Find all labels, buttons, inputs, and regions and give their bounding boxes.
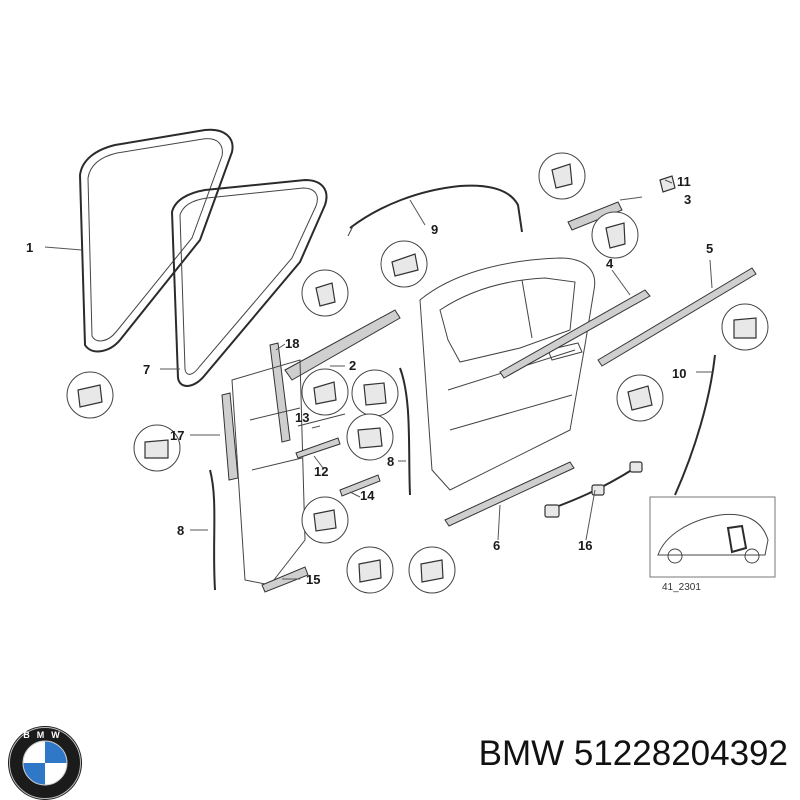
callout-15: 15 <box>306 572 320 587</box>
inset-reference-number: 41_2301 <box>662 582 701 593</box>
callout-9: 9 <box>431 222 438 237</box>
front-door-panel <box>231 359 306 586</box>
callout-18: 18 <box>285 336 299 351</box>
part-number-title: BMW 51228204392 <box>478 734 788 773</box>
exploded-parts-diagram: 1 7 17 8 18 2 9 11 3 4 5 10 13 12 8 14 1… <box>26 128 776 594</box>
clip-11 <box>659 175 676 193</box>
callout-14: 14 <box>360 488 375 503</box>
seal-strip-10 <box>674 354 716 496</box>
callout-17: 17 <box>170 428 184 443</box>
callout-5: 5 <box>706 241 713 256</box>
callout-12: 12 <box>314 464 328 479</box>
trim-piece-14 <box>339 474 381 497</box>
callout-6: 6 <box>493 538 500 553</box>
seal-strip-8-right <box>399 367 411 496</box>
lower-moulding <box>444 461 575 527</box>
callout-1: 1 <box>26 240 33 255</box>
trim-piece-12 <box>295 437 341 459</box>
window-strip-outer <box>284 309 401 381</box>
callout-11: 11 <box>677 174 691 189</box>
window-strip-inner <box>499 289 651 379</box>
inset-car-thumbnail <box>649 496 776 578</box>
clip-strip <box>567 201 623 231</box>
callout-10: 10 <box>672 366 686 381</box>
belt-moulding <box>597 267 757 367</box>
trim-piece-13 <box>297 413 346 427</box>
door-seal-rear <box>170 178 328 387</box>
callout-3: 3 <box>684 192 691 207</box>
seal-strip-8-left <box>209 469 216 591</box>
window-frame-strip <box>349 184 523 233</box>
callout-4: 4 <box>606 256 614 271</box>
logo-lettering: BMW <box>23 730 67 740</box>
check-strap <box>544 461 643 518</box>
callout-16: 16 <box>578 538 592 553</box>
door-seal-front <box>78 128 234 353</box>
pillar-trim-18 <box>269 342 291 443</box>
callout-7: 7 <box>143 362 150 377</box>
callout-8-left: 8 <box>177 523 184 538</box>
callout-13: 13 <box>295 410 309 425</box>
callout-8-right: 8 <box>387 454 394 469</box>
callout-2: 2 <box>349 358 356 373</box>
bmw-logo: BMW <box>8 726 82 800</box>
